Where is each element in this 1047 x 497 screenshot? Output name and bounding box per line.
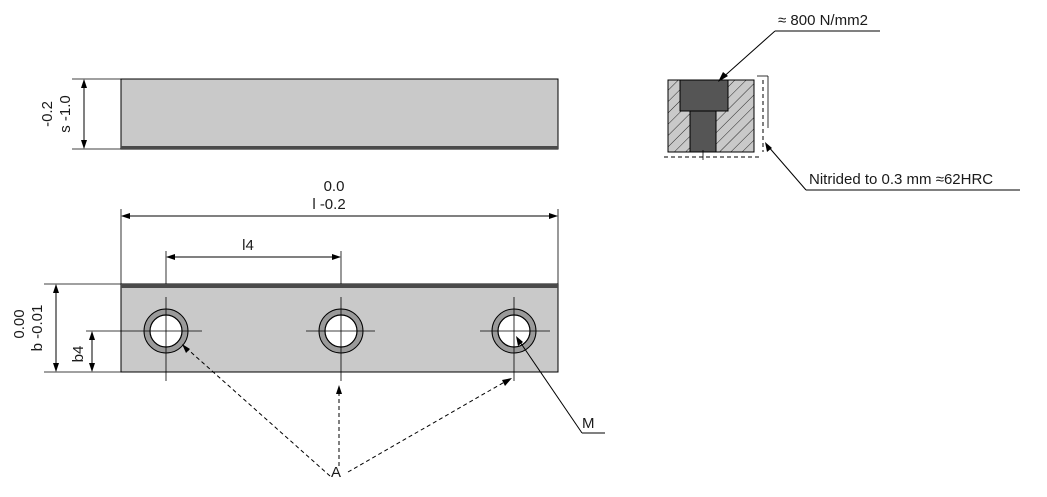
nitrided-callout: Nitrided to 0.3 mm ≈62HRC — [765, 142, 1020, 191]
width-tolerance-lower: b -0.01 — [29, 305, 46, 352]
hole-pitch-label: l4 — [242, 237, 254, 254]
nitrided-label: Nitrided to 0.3 mm ≈62HRC — [809, 171, 993, 188]
callout-a: A — [182, 344, 512, 481]
length-tolerance-lower: l -0.2 — [312, 196, 345, 213]
strength-label: ≈ 800 N/mm2 — [778, 12, 868, 29]
top-view — [120, 78, 559, 150]
section-view — [664, 75, 769, 160]
section-counterbore — [679, 79, 729, 112]
section-bore — [689, 110, 717, 153]
thickness-tolerance-upper: -0.2 — [39, 101, 56, 127]
counterbore-hole-3 — [480, 297, 550, 381]
callout-m: M — [516, 336, 605, 434]
width-tolerance-upper: 0.00 — [11, 309, 28, 338]
front-view — [120, 283, 559, 381]
callout-m-label: M — [582, 415, 595, 432]
length-dimension: 0.0 l -0.2 — [120, 178, 559, 284]
hole-offset-label: b4 — [70, 346, 87, 363]
thickness-dimension: -0.2 s -1.0 — [39, 78, 121, 150]
counterbore-hole-2 — [306, 297, 375, 381]
top-view-edge — [121, 146, 558, 149]
callout-a-label: A — [331, 464, 341, 481]
width-dimension: 0.00 b -0.01 — [11, 283, 121, 373]
strength-callout: ≈ 800 N/mm2 — [718, 12, 880, 82]
front-view-top-edge — [121, 284, 558, 288]
hole-offset-dimension: b4 — [70, 330, 140, 372]
thickness-tolerance-lower: s -1.0 — [57, 95, 74, 133]
counterbore-hole-1 — [140, 297, 202, 381]
length-tolerance-upper: 0.0 — [324, 178, 345, 195]
top-view-body — [120, 78, 559, 150]
